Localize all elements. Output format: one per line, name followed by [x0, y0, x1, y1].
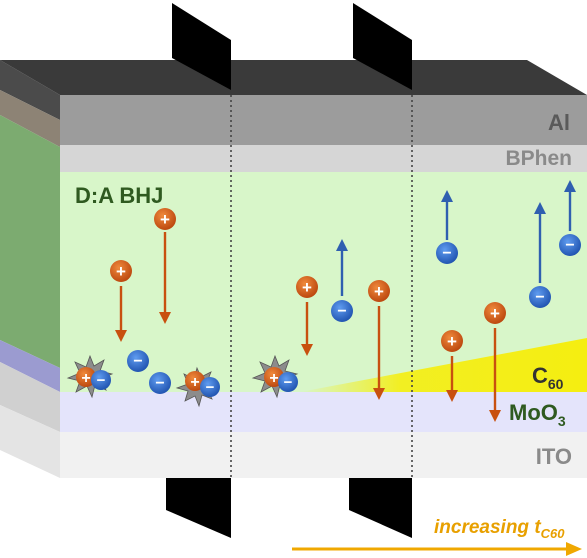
holes: + + + + + + + + + [76, 208, 506, 391]
svg-text:+: + [447, 332, 457, 351]
electron-arrows [336, 180, 576, 296]
hole-arrows [115, 232, 501, 422]
hole-charge: + [154, 208, 176, 230]
electron-charge: − [127, 350, 149, 372]
electron-charge: − [436, 242, 458, 264]
top-face [0, 60, 587, 95]
svg-text:−: − [97, 372, 106, 389]
label-c60: C60 [532, 363, 564, 392]
electron-charge: − [529, 286, 551, 308]
svg-text:+: + [190, 374, 199, 391]
panel-dividers [230, 95, 413, 478]
hole-charge: + [110, 260, 132, 282]
svg-text:−: − [133, 353, 142, 370]
electron-charge: − [559, 234, 581, 256]
electron-charge: − [149, 372, 171, 394]
svg-text:+: + [490, 304, 500, 323]
svg-text:−: − [565, 237, 574, 254]
label-moo3: MoO3 [509, 400, 566, 429]
electron-charge: − [331, 300, 353, 322]
svg-text:−: − [206, 379, 215, 396]
bphen-layer [60, 145, 587, 172]
svg-text:−: − [535, 289, 544, 306]
label-al: Al [548, 110, 570, 135]
cut-planes [166, 3, 412, 538]
svg-text:+: + [160, 210, 170, 229]
electron-charge: − [278, 372, 298, 392]
svg-text:−: − [284, 374, 293, 391]
increasing-label: increasing tC60 [434, 517, 565, 541]
hole-charge: + [484, 302, 506, 324]
svg-text:−: − [442, 245, 451, 262]
hole-charge: + [368, 280, 390, 302]
moo3-layer [60, 392, 587, 432]
al-layer [60, 95, 587, 145]
svg-text:−: − [337, 303, 346, 320]
svg-text:+: + [302, 278, 312, 297]
hole-charge: + [441, 330, 463, 352]
electron-charge: − [200, 377, 220, 397]
label-bphen: BPhen [505, 147, 572, 170]
svg-text:+: + [269, 370, 278, 387]
svg-text:+: + [81, 370, 90, 387]
electrons: − − − − − − − − − [91, 234, 581, 397]
c60-layer [300, 338, 587, 392]
side-face [0, 60, 60, 478]
electron-charge: − [91, 370, 111, 390]
ito-layer [60, 432, 587, 478]
hole-charge: + [185, 371, 205, 391]
svg-text:−: − [155, 375, 164, 392]
label-bhj: D:A BHJ [75, 183, 163, 208]
hole-charge: + [296, 276, 318, 298]
hole-charge: + [76, 367, 96, 387]
svg-text:+: + [374, 282, 384, 301]
label-ito: ITO [536, 444, 572, 469]
svg-text:+: + [116, 262, 126, 281]
increasing-arrow [292, 542, 582, 556]
